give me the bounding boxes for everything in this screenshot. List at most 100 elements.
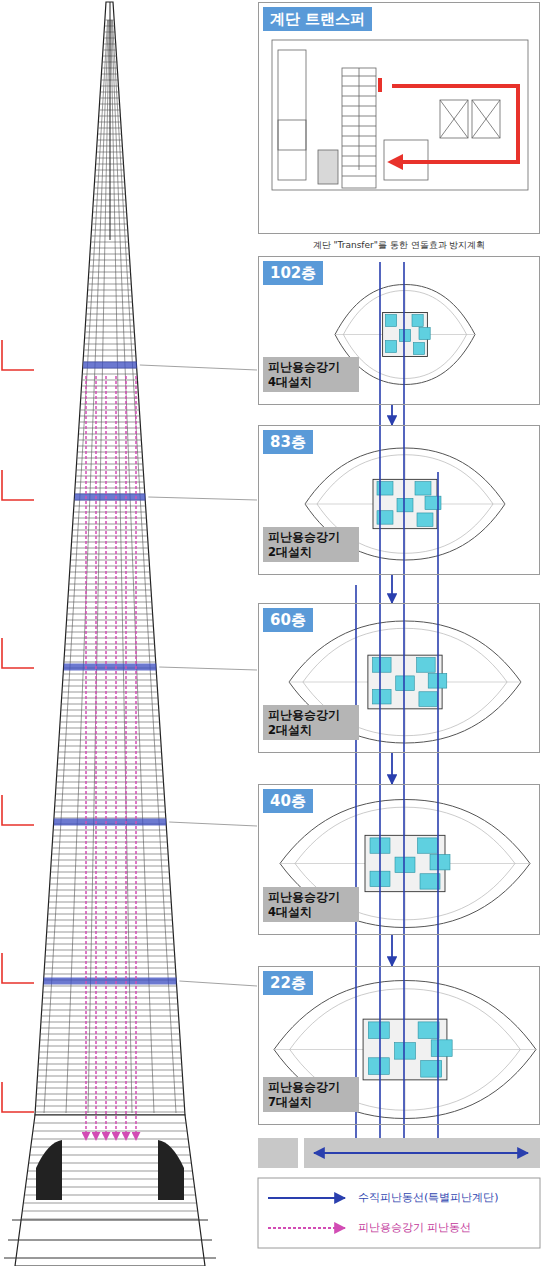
tower-floor-lines: [59, 734, 160, 735]
stair-transfer-sketch: [272, 40, 528, 190]
tower-floor-lines: [55, 806, 165, 807]
tower-floor-lines: [63, 674, 156, 675]
leader-lines: [169, 822, 257, 826]
tower-floor-lines: [36, 1100, 184, 1101]
floor-tag: 60층: [263, 608, 313, 632]
tower-floor-lines: [68, 608, 153, 609]
refuge-floor-bands: [44, 978, 177, 985]
floor-plan: [368, 1058, 389, 1075]
vertical-evacuation-lines: [403, 262, 405, 1148]
tower-floor-lines: [69, 584, 151, 585]
tower-floor-lines: [62, 698, 158, 699]
tower-floor-lines: [45, 956, 175, 957]
stair-treads: [342, 68, 376, 176]
ground-bar: [304, 1138, 540, 1168]
level-markers: [2, 470, 34, 500]
tower-floor-lines: [71, 554, 149, 555]
tower-floor-lines: [61, 710, 159, 711]
tower-floor-lines: [44, 968, 175, 969]
floor-panel: 102층피난용승강기 4대설치: [258, 256, 540, 405]
tower-floor-lines: [63, 686, 158, 687]
tower-floor-lines: [90, 266, 131, 267]
elevator-evacuation-lines: [105, 376, 107, 1140]
tower-floor-lines: [84, 356, 136, 357]
floor-tag: 40층: [263, 789, 313, 813]
podium-floor-lines: [33, 1131, 187, 1132]
tower-floor-lines: [91, 248, 130, 249]
tower-floor-lines: [112, 20, 176, 1113]
tower-floor-lines: [55, 800, 165, 801]
elevator-note: 피난용승강기 4대설치: [263, 887, 359, 922]
floor-plan: [395, 857, 415, 872]
floor-tag: 102층: [263, 261, 323, 285]
floor-panel: 60층피난용승강기 2대설치: [258, 603, 540, 753]
leader-lines: [140, 365, 257, 370]
evacuation-connector: [391, 935, 393, 966]
refuge-floor-bands: [83, 362, 137, 369]
tower-floor-lines: [47, 932, 173, 933]
tower-floor-lines: [60, 722, 160, 723]
tower-floor-lines: [64, 656, 155, 657]
floor-plan: [418, 838, 438, 853]
floor-plan: [412, 315, 423, 327]
elevator-evacuation-lines: [125, 376, 127, 1140]
floor-plan: [395, 1043, 416, 1060]
tower-floor-lines: [80, 422, 141, 423]
tower-floor-lines: [88, 296, 133, 297]
tower-floor-lines: [57, 770, 163, 771]
vertical-evacuation-lines: [356, 262, 438, 1148]
arch: [158, 1140, 184, 1200]
tower-floor-lines: [70, 572, 150, 573]
floor-plan: [385, 341, 396, 353]
tower-floor-lines: [90, 260, 130, 261]
elevator-note: 피난용승강기 2대설치: [263, 527, 359, 562]
plan-room: [278, 120, 306, 150]
transfer-route: [392, 86, 518, 162]
tower-floor-lines: [41, 1022, 179, 1023]
tower-floor-lines: [61, 716, 160, 717]
tower-floor-lines: [88, 290, 132, 291]
tower-floor-lines: [37, 1088, 184, 1089]
elevator-note: 피난용승강기 4대설치: [263, 357, 359, 392]
tower-floor-lines: [112, 20, 154, 1113]
tower-floor-lines: [41, 1028, 180, 1029]
tower-floor-lines: [39, 1052, 181, 1053]
tower-floor-lines: [39, 1058, 182, 1059]
level-markers: [2, 953, 34, 983]
elevator-evacuation-lines: [95, 376, 97, 1140]
tower-floor-lines: [43, 998, 178, 999]
tower-floor-lines: [51, 872, 170, 873]
panel-title: 계단 트랜스퍼: [263, 7, 372, 31]
tower-floor-lines: [56, 788, 164, 789]
tower-floor-lines: [61, 704, 158, 705]
podium-floor-lines: [21, 1219, 199, 1220]
tower-floor-lines: [36, 1106, 185, 1107]
tower-floor-lines: [60, 728, 160, 729]
tower-floor-lines: [45, 962, 175, 963]
elevator-cross: [472, 100, 500, 138]
tower-floor-lines: [38, 1070, 182, 1071]
refuge-floor-bands: [54, 819, 166, 826]
tower-floor-lines: [81, 404, 140, 405]
floor-plan: [399, 330, 410, 342]
tower-floor-lines: [65, 644, 154, 645]
level-markers: [2, 795, 34, 825]
tower-floor-lines: [91, 242, 129, 243]
tower-floor-lines: [39, 1046, 180, 1047]
tower-floor-lines: [89, 278, 131, 279]
tower-floor-lines: [46, 944, 174, 945]
tower-floor-lines: [49, 890, 170, 891]
tower-floor-lines: [41, 1016, 178, 1017]
level-markers: [2, 638, 34, 668]
plan-room: [318, 150, 338, 184]
level-markers: [2, 1082, 34, 1112]
tower-floor-lines: [66, 632, 154, 633]
spire-split: [110, 2, 111, 240]
floor-tag: 22층: [263, 971, 313, 995]
tower-floor-lines: [44, 20, 108, 1113]
tower-floor-lines: [78, 446, 142, 447]
podium-floor-lines: [23, 1203, 196, 1204]
legend-box: [258, 1178, 540, 1248]
horizontal-exit-arrow: [314, 1152, 528, 1154]
